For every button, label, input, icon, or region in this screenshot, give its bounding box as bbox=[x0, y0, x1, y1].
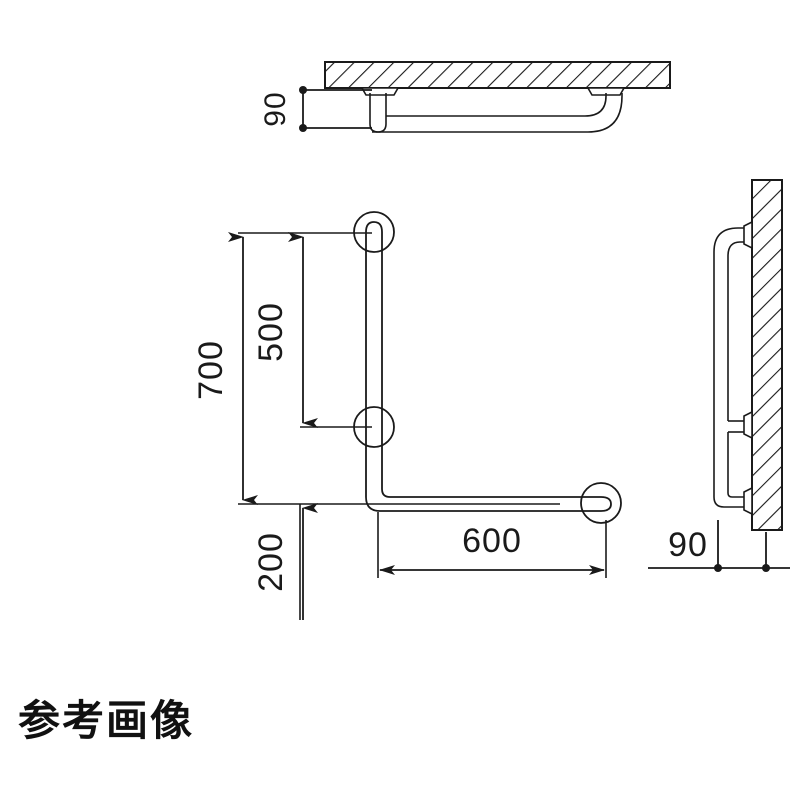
side-view-flanges bbox=[743, 220, 753, 516]
reference-image-caption: 参考画像 bbox=[18, 696, 195, 745]
dimension-overall-height: 700 bbox=[192, 232, 258, 505]
flange-side-middle bbox=[743, 410, 753, 440]
dim-dot-top-90-upper bbox=[299, 86, 307, 94]
rosette-right bbox=[580, 482, 622, 524]
dimension-horizontal-length: 600 bbox=[379, 522, 605, 575]
bar-outer-profile bbox=[365, 221, 601, 498]
dimension-top-projection: 90 bbox=[259, 86, 372, 132]
bar-side-inner-upper bbox=[727, 241, 744, 421]
dim-text-corner-to-baseline: 200 bbox=[252, 532, 290, 592]
bar-side-inner-lower bbox=[727, 432, 744, 498]
dim-text-horizontal-length: 600 bbox=[462, 522, 522, 560]
top-view-wall-slab bbox=[324, 61, 671, 89]
bar-right-endcap bbox=[600, 496, 612, 512]
bar-rail-bottom-edge bbox=[372, 95, 623, 133]
bar-side-outer bbox=[713, 227, 744, 508]
dim-text-top-projection: 90 bbox=[259, 91, 292, 126]
dimension-side-projection: 90 bbox=[648, 520, 790, 572]
side-view-bar bbox=[713, 227, 744, 508]
side-view: 90 bbox=[648, 179, 790, 572]
bar-rail-top-edge bbox=[386, 95, 607, 117]
front-view: 700 500 200 600 bbox=[192, 211, 622, 620]
dim-text-side-projection: 90 bbox=[668, 526, 708, 564]
top-view-flanges bbox=[360, 87, 626, 96]
dim-dot-top-90-lower bbox=[299, 124, 307, 132]
flange-left bbox=[360, 87, 400, 96]
top-view-bar bbox=[369, 93, 623, 133]
flange-side-top bbox=[743, 220, 753, 250]
wall-hatch-top bbox=[324, 61, 671, 89]
wall-hatch-side bbox=[751, 179, 783, 531]
rosette-top bbox=[353, 211, 395, 253]
flange-right bbox=[586, 87, 626, 96]
dim-text-overall-height: 700 bbox=[192, 340, 230, 400]
front-view-bar bbox=[365, 221, 612, 512]
top-view: 90 bbox=[259, 61, 671, 133]
dimension-corner-to-baseline: 200 bbox=[252, 503, 318, 620]
dimension-upper-to-bracket: 500 bbox=[252, 232, 318, 428]
dim-dot-side-90-left bbox=[714, 564, 722, 572]
dim-dot-side-90-right bbox=[762, 564, 770, 572]
flange-side-bottom bbox=[743, 486, 753, 516]
dim-text-upper-to-bracket: 500 bbox=[252, 302, 290, 362]
bar-inner-profile bbox=[365, 232, 601, 512]
